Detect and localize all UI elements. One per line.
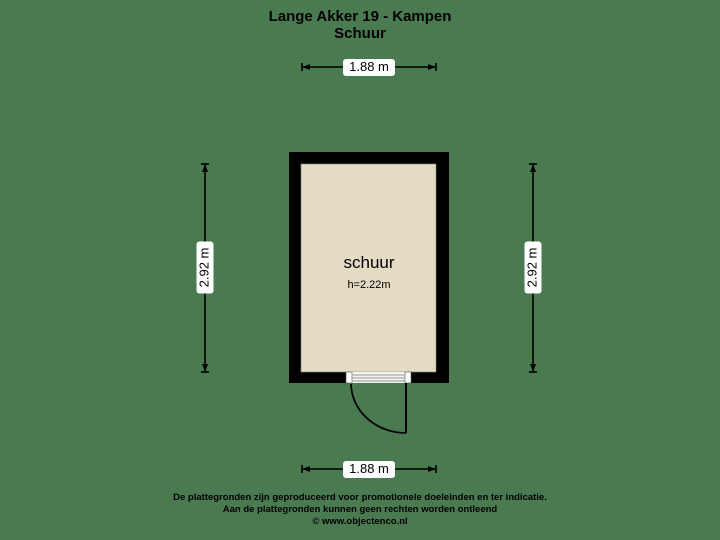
dimension-label-bottom: 1.88 m — [343, 461, 395, 478]
room-name: schuur — [343, 253, 395, 272]
disclaimer-line-1: De plattegronden zijn geproduceerd voor … — [173, 492, 547, 503]
room-height: h=2.22m — [347, 279, 391, 291]
dimension-label-left: 2.92 m — [196, 241, 214, 294]
shed-floor — [300, 163, 437, 373]
plan-subtitle: Schuur — [334, 25, 386, 42]
plan-title: Lange Akker 19 - Kampen — [268, 8, 452, 25]
dimension-label-right: 2.92 m — [524, 241, 542, 294]
door-opening — [345, 371, 412, 384]
disclaimer-line-2: Aan de plattegronden kunnen geen rechten… — [222, 504, 498, 515]
door-swing — [350, 383, 407, 434]
copyright-line: © www.objectenco.nl — [312, 516, 408, 527]
dimension-label-top: 1.88 m — [343, 59, 395, 76]
